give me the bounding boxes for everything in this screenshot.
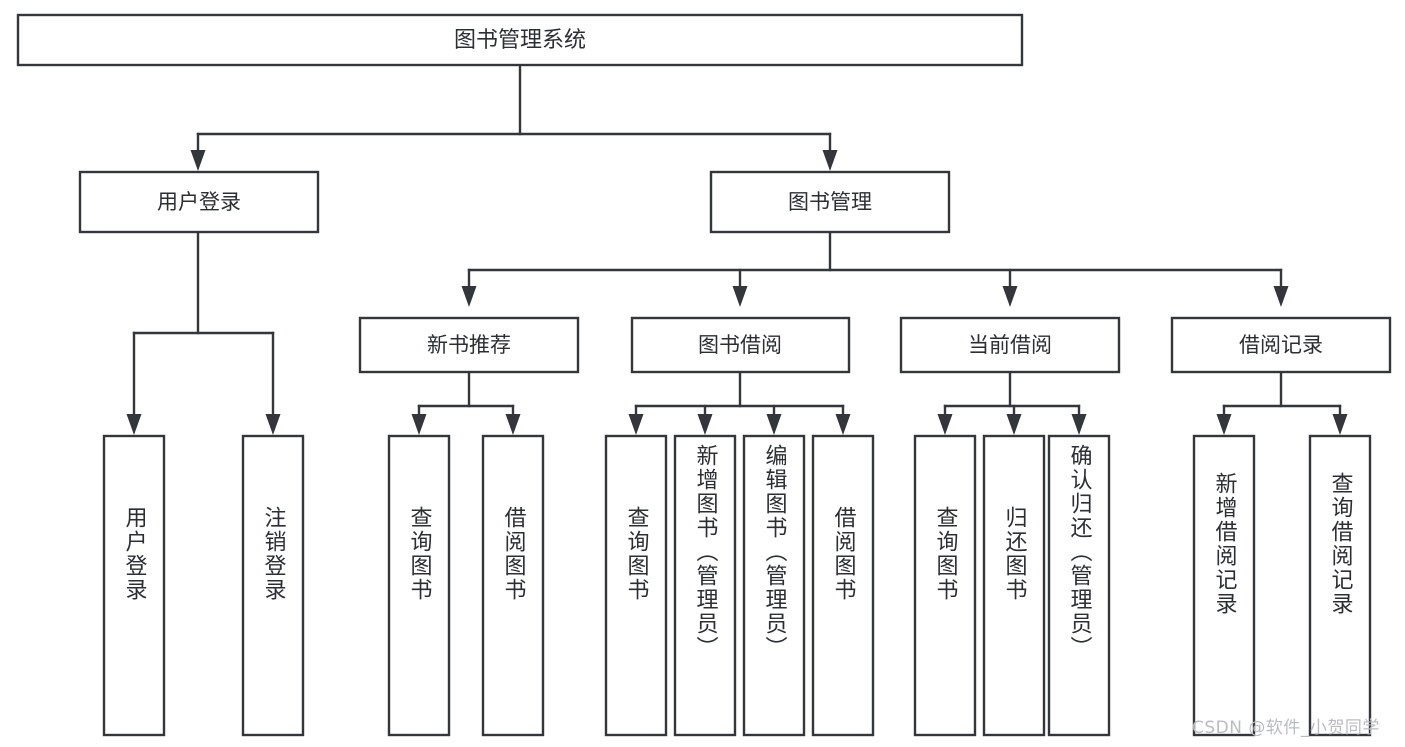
arrowhead-leaf-bb-1 (628, 414, 644, 435)
leaf-box-current-borrow-3[interactable] (1047, 434, 1111, 737)
node-current-borrow-label: 当前借阅 (968, 333, 1052, 357)
arrowhead-leaf-bb-4 (835, 414, 851, 435)
arrowhead-leaf-nb-2 (505, 414, 521, 435)
arrowhead-leaf-cb-2 (1006, 414, 1022, 435)
csdn-watermark: CSDN @软件_小贺同学 (1192, 718, 1380, 738)
arrowhead-leaf-user-2 (265, 414, 281, 435)
arrowhead-userlogin (190, 150, 206, 171)
leaf-box-book-borrow-3[interactable] (742, 434, 806, 737)
leaf-box-user-login-2[interactable] (241, 434, 305, 737)
leaf-box-user-login-1[interactable] (102, 434, 166, 737)
arrowhead-currentborrow (1002, 286, 1018, 307)
arrowhead-leaf-bb-3 (766, 414, 782, 435)
leaf-box-borrow-record-1[interactable] (1192, 434, 1256, 737)
arrowhead-bookmgmt (822, 150, 838, 171)
arrowhead-leaf-nb-1 (411, 414, 427, 435)
connector-group (126, 63, 1348, 435)
leaf-box-book-borrow-2[interactable] (673, 434, 737, 737)
node-root-box[interactable] (16, 13, 1024, 67)
node-root[interactable]: 图书管理系统 (16, 13, 1024, 67)
node-new-book-recommend[interactable]: 新书推荐 (358, 316, 580, 374)
node-book-borrow[interactable]: 图书借阅 (630, 316, 851, 374)
arrowhead-newbook (461, 286, 477, 307)
arrowhead-leaf-br-1 (1216, 414, 1232, 435)
leaf-box-book-borrow-4[interactable] (811, 434, 875, 737)
node-current-borrow-box[interactable] (899, 316, 1121, 374)
node-book-management[interactable]: 图书管理 (709, 170, 951, 234)
node-borrow-record[interactable]: 借阅记录 (1170, 316, 1392, 374)
node-book-management-box[interactable] (709, 170, 951, 234)
leaf-box-current-borrow-1[interactable] (913, 434, 977, 737)
node-group: 图书管理系统 用户登录 图书管理 新书推荐 图书借阅 当前 (16, 13, 1392, 737)
node-new-book-recommend-label: 新书推荐 (427, 333, 511, 357)
node-new-book-recommend-box[interactable] (358, 316, 580, 374)
node-borrow-record-label: 借阅记录 (1239, 333, 1323, 357)
node-user-login-box[interactable] (78, 170, 320, 234)
node-current-borrow[interactable]: 当前借阅 (899, 316, 1121, 374)
leaf-box-new-book-2[interactable] (481, 434, 545, 737)
arrowhead-bookborrow (732, 286, 748, 307)
leaf-box-new-book-1[interactable] (387, 434, 451, 737)
node-book-management-label: 图书管理 (788, 190, 872, 214)
leaf-box-current-borrow-2[interactable] (982, 434, 1046, 737)
arrowhead-borrowrecord (1273, 286, 1289, 307)
node-book-borrow-label: 图书借阅 (698, 333, 782, 357)
leaf-box-book-borrow-1[interactable] (604, 434, 668, 737)
node-user-login-label: 用户登录 (157, 190, 241, 214)
node-book-borrow-box[interactable] (630, 316, 851, 374)
arrowhead-leaf-cb-3 (1071, 414, 1087, 435)
node-user-login[interactable]: 用户登录 (78, 170, 320, 234)
arrowhead-leaf-br-2 (1332, 414, 1348, 435)
node-root-label: 图书管理系统 (454, 28, 586, 53)
node-borrow-record-box[interactable] (1170, 316, 1392, 374)
arrowhead-leaf-bb-2 (697, 414, 713, 435)
arrowhead-leaf-cb-1 (937, 414, 953, 435)
arrowhead-leaf-user-1 (126, 414, 142, 435)
leaf-box-borrow-record-2[interactable] (1308, 434, 1372, 737)
